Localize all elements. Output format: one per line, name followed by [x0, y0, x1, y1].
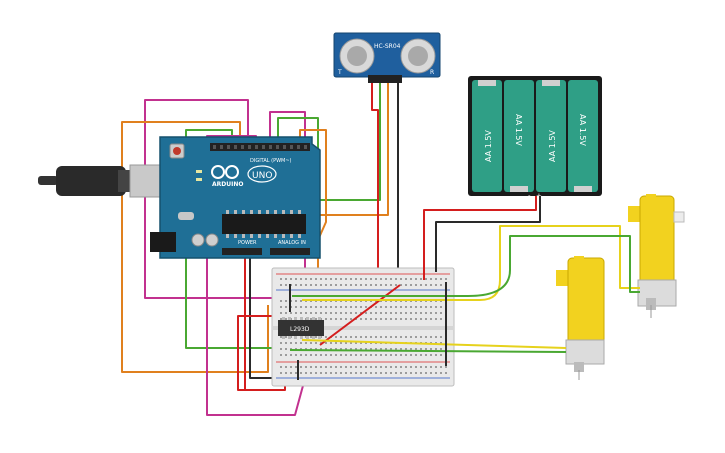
atmega-chip	[222, 214, 306, 234]
sensor-t-label: T	[337, 69, 342, 76]
wire-red-sensor-vcc	[371, 82, 379, 385]
wire-orange-left-loop	[121, 121, 269, 373]
hc-sr04-sensor[interactable]: HC-SR04 T R	[333, 32, 441, 83]
wire-green-motor-left	[289, 349, 567, 353]
battery-minus: -	[528, 192, 531, 200]
driver-label: L293D	[290, 326, 310, 333]
breadboard[interactable]	[271, 267, 455, 387]
arduino-uno-board[interactable]: DIGITAL (PWM~) ARDUINO UNO	[150, 136, 321, 259]
svg-text:AA 1.5V: AA 1.5V	[514, 114, 523, 146]
power-label: POWER	[238, 240, 257, 246]
svg-text:AA 1.5V: AA 1.5V	[548, 130, 557, 162]
battery-cell: AA 1.5V	[536, 80, 566, 192]
dc-motor-right[interactable]	[628, 194, 685, 318]
power-jack	[150, 232, 176, 252]
wire-black-power	[249, 250, 272, 379]
battery-pack[interactable]: AA 1.5V AA 1.5V AA 1.5V AA 1.5V - +	[468, 76, 602, 200]
capacitor	[205, 233, 219, 247]
wire-red-battery-plus	[423, 196, 537, 280]
svg-text:AA 1.5V: AA 1.5V	[484, 130, 493, 162]
wire-yellow-motor-left	[301, 339, 567, 349]
battery-cell: AA 1.5V	[472, 80, 502, 192]
arduino-model-text: UNO	[252, 171, 272, 181]
analog-label: ANALOG IN	[278, 240, 306, 246]
l293d-driver-chip[interactable]: L293D	[278, 317, 324, 339]
usb-cable	[38, 164, 171, 198]
battery-cell: AA 1.5V	[568, 80, 598, 192]
wires-front	[289, 196, 640, 380]
sensor-r-label: R	[430, 69, 434, 76]
digital-header	[210, 143, 310, 151]
battery-cell: AA 1.5V	[504, 80, 534, 192]
capacitor	[191, 233, 205, 247]
sensor-model-label: HC-SR04	[374, 43, 401, 50]
analog-header	[270, 248, 310, 255]
wire-green-motor-right	[292, 235, 640, 297]
arduino-brand-text: ARDUINO	[212, 181, 243, 188]
digital-header-label: DIGITAL (PWM~)	[250, 158, 292, 164]
wire-black-battery-minus	[435, 196, 541, 272]
svg-text:AA 1.5V: AA 1.5V	[578, 114, 587, 146]
wire-red-left-driver	[237, 315, 278, 391]
arduino-logo: ARDUINO UNO	[211, 165, 277, 188]
power-header	[222, 248, 262, 255]
dc-motor-left[interactable]	[556, 256, 605, 380]
